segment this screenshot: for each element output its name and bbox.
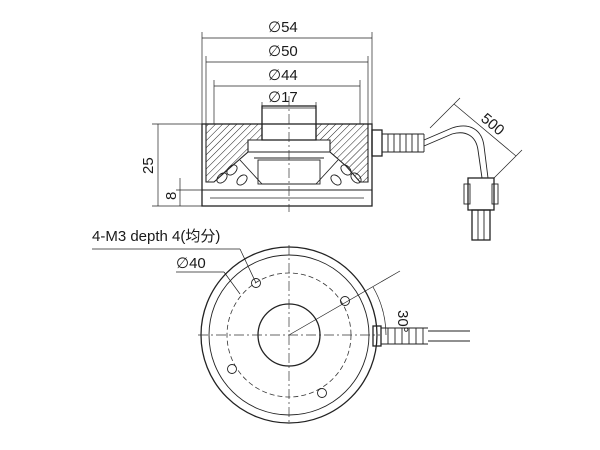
section-view: 500 ∅54 ∅50 ∅44 ∅17 25 xyxy=(140,19,523,241)
dim-angle: 30° xyxy=(288,270,411,336)
pcd-label: ∅40 xyxy=(176,255,206,272)
top-cable-gland xyxy=(372,325,470,347)
dim-d44: ∅44 xyxy=(268,67,298,84)
connector xyxy=(463,177,499,241)
dim-d54: ∅54 xyxy=(268,19,298,36)
angle-label: 30° xyxy=(394,310,411,333)
thread-note-label: 4-M3 depth 4(均分) xyxy=(92,228,220,245)
dim-d50: ∅50 xyxy=(268,43,298,60)
led-beads-right xyxy=(330,164,362,186)
dim-d17: ∅17 xyxy=(268,89,298,106)
mounting-holes xyxy=(227,278,350,398)
cable-length-label: 500 xyxy=(477,110,507,139)
cable-gland xyxy=(371,129,425,157)
cable xyxy=(423,125,489,179)
dim-base-height: 8 xyxy=(163,192,180,200)
dim-height: 25 xyxy=(140,157,157,174)
top-view: 30° 4-M3 depth 4(均分) ∅40 xyxy=(92,228,470,425)
dim-heights: 25 8 xyxy=(140,123,202,207)
pcd-note: ∅40 xyxy=(176,255,241,295)
housing-right xyxy=(315,123,369,183)
section-outline xyxy=(201,123,373,207)
dim-diameters: ∅54 ∅50 ∅44 ∅17 xyxy=(201,19,373,124)
led-beads-left xyxy=(216,164,248,186)
thread-note: 4-M3 depth 4(均分) xyxy=(92,228,257,284)
